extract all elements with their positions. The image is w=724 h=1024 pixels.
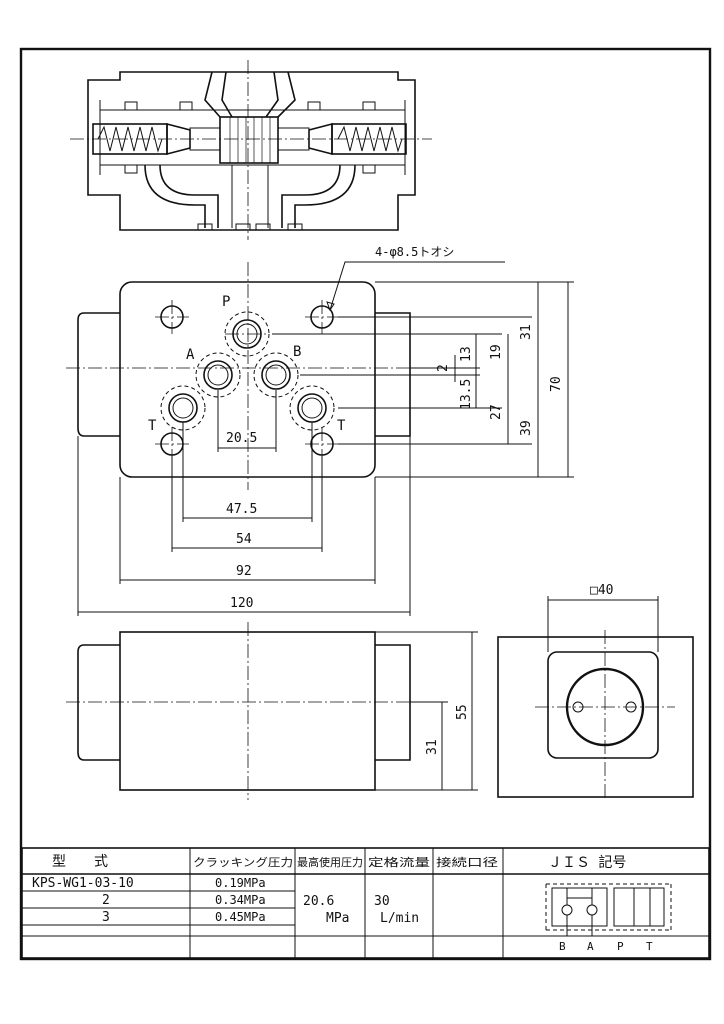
dim-31-side: 31 (425, 739, 440, 755)
dim-13-5: 13.5 (459, 379, 474, 410)
dim-20-5: 20.5 (226, 431, 257, 446)
drawing-frame (19, 47, 712, 961)
port-p-label: P (222, 294, 230, 310)
header-port-size: 接続口径 (436, 855, 498, 869)
rated-flow-value: 30 (374, 894, 390, 909)
header-max-pressure: 最高使用圧力 (297, 855, 363, 869)
max-pressure-value: 20.6 (303, 894, 334, 909)
through-holes-label: 4-φ8.5トオシ (375, 245, 454, 259)
row-2-model: 2 (102, 893, 110, 908)
jis-label-a: A (587, 940, 594, 953)
port-t-right-label: T (337, 418, 346, 434)
jis-symbol: B A P T (545, 883, 672, 953)
jis-label-t: T (646, 940, 653, 953)
dim-54: 54 (236, 532, 252, 547)
dim-13: 13 (459, 346, 474, 362)
row-1-model: KPS-WG1-03-10 (32, 876, 134, 891)
dim-47-5: 47.5 (226, 502, 257, 517)
dim-27: 27 (489, 404, 504, 420)
dim-39: 39 (519, 420, 534, 436)
header-jis: ＪＩＳ 記号 (548, 854, 626, 871)
dim-55: 55 (455, 704, 470, 720)
port-a-label: A (186, 347, 195, 363)
max-pressure-unit: MPa (326, 911, 349, 926)
dim-2: 2 (436, 364, 451, 372)
jis-label-b: B (559, 940, 566, 953)
section-view (70, 60, 432, 240)
jis-label-p: P (617, 940, 624, 953)
dim-120: 120 (230, 596, 253, 611)
dim-square-40: □40 (590, 583, 613, 598)
header-rated-flow: 定格流量 (368, 855, 430, 869)
header-cracking: クラッキング圧力 (193, 855, 293, 869)
dim-70: 70 (549, 376, 564, 392)
rated-flow-unit: L/min (380, 911, 419, 926)
end-view: □40 (497, 583, 694, 800)
row-2-cracking: 0.34MPa (215, 893, 266, 907)
dim-31: 31 (519, 324, 534, 340)
dim-92: 92 (236, 564, 252, 579)
spec-table: 型 式 クラッキング圧力 最高使用圧力 定格流量 接続口径 ＪＩＳ 記号 KPS… (21, 847, 710, 959)
row-3-cracking: 0.45MPa (215, 910, 266, 924)
row-1-cracking: 0.19MPa (215, 876, 266, 890)
front-view: 55 31 (66, 622, 478, 800)
row-3-model: 3 (102, 910, 110, 925)
dim-19: 19 (489, 344, 504, 360)
header-model: 型 式 (52, 854, 108, 870)
port-t-left-label: T (148, 418, 157, 434)
top-view: 4-φ8.5トオシ P A B T T 31 70 19 13 2 13.5 2… (66, 245, 574, 616)
port-b-label: B (293, 344, 301, 360)
